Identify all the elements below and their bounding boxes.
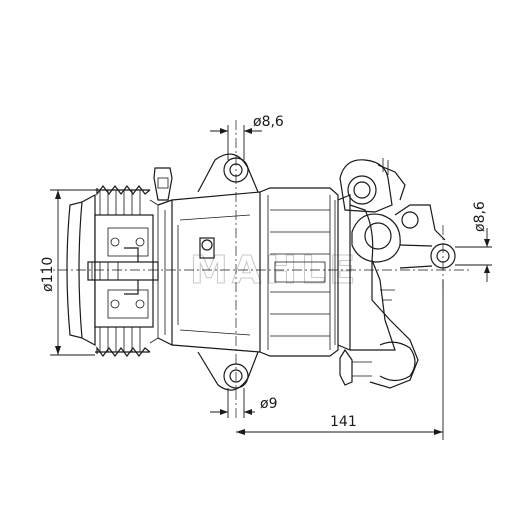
dim-label-top-hole: ø8,6	[253, 114, 284, 130]
compressor-body	[153, 153, 456, 391]
dim-label-bottom-hole: ø9	[260, 396, 277, 412]
center-lines	[40, 120, 470, 420]
dim-length: 141	[236, 280, 444, 440]
dim-label-right-hole: ø8,6	[472, 201, 488, 232]
dim-label-length: 141	[330, 414, 357, 430]
dim-pulley-diameter: ø110	[40, 189, 95, 356]
pulley-clutch	[66, 185, 159, 357]
dim-label-pulley-diameter: ø110	[40, 257, 56, 292]
dim-bottom-hole: ø9	[210, 388, 277, 418]
dim-right-hole: ø8,6	[455, 201, 492, 282]
dim-top-hole: ø8,6	[210, 114, 284, 160]
